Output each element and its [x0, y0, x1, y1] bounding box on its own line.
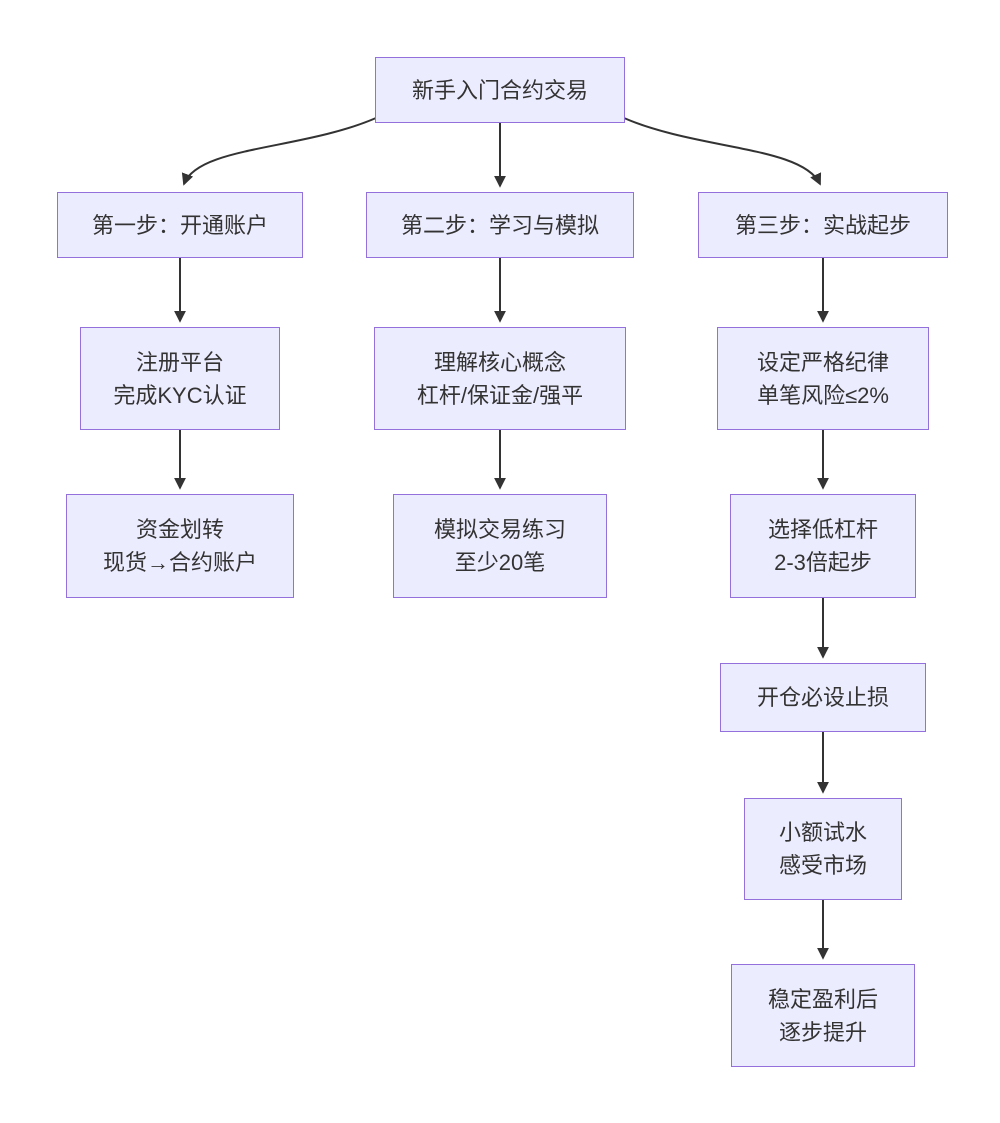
- node-register: 注册平台 完成KYC认证: [80, 327, 280, 430]
- node-smalltest-line1: 小额试水: [778, 820, 867, 845]
- node-scaleup-line1: 稳定盈利后: [767, 986, 878, 1012]
- node-root-label: 新手入门合约交易: [411, 77, 588, 103]
- node-transfer-line2: 现货→合约账户: [102, 550, 257, 575]
- node-step2: 第二步：学习与模拟: [366, 192, 634, 258]
- node-scaleup-line2: 逐步提升: [778, 1019, 867, 1045]
- node-leverage-line1: 选择低杠杆: [767, 517, 878, 542]
- node-smalltest: 小额试水 感受市场: [744, 798, 902, 900]
- node-step3: 第三步：实战起步: [698, 192, 948, 258]
- node-leverage: 选择低杠杆 2-3倍起步: [730, 494, 916, 598]
- node-concepts: 理解核心概念 杠杆/保证金/强平: [374, 327, 626, 430]
- node-transfer: 资金划转 现货→合约账户: [66, 494, 294, 598]
- node-step2-label: 第二步：学习与模拟: [400, 212, 599, 238]
- node-practice-line1: 模拟交易练习: [433, 517, 566, 542]
- node-discipline: 设定严格纪律 单笔风险≤2%: [717, 327, 929, 430]
- node-step3-label: 第三步：实战起步: [734, 212, 911, 238]
- node-register-line2: 完成KYC认证: [113, 382, 247, 408]
- node-smalltest-line2: 感受市场: [778, 853, 867, 878]
- node-concepts-line2: 杠杆/保证金/强平: [416, 382, 584, 408]
- node-discipline-line2: 单笔风险≤2%: [757, 382, 889, 408]
- node-practice-line2: 至少20笔: [454, 550, 546, 575]
- node-transfer-line1: 资金划转: [135, 517, 224, 542]
- node-stoploss-label: 开仓必设止损: [756, 685, 889, 710]
- node-register-line1: 注册平台: [135, 349, 224, 375]
- node-root: 新手入门合约交易: [375, 57, 625, 123]
- edge-root-step3: [623, 117, 822, 186]
- node-discipline-line1: 设定严格纪律: [756, 349, 889, 375]
- node-step1: 第一步：开通账户: [57, 192, 303, 258]
- edge-root-step1: [181, 117, 377, 186]
- node-concepts-line1: 理解核心概念: [433, 349, 566, 375]
- node-stoploss: 开仓必设止损: [720, 663, 926, 732]
- node-step1-label: 第一步：开通账户: [91, 212, 268, 238]
- node-scaleup: 稳定盈利后 逐步提升: [731, 964, 915, 1067]
- node-leverage-line2: 2-3倍起步: [774, 550, 872, 575]
- node-practice: 模拟交易练习 至少20笔: [393, 494, 607, 598]
